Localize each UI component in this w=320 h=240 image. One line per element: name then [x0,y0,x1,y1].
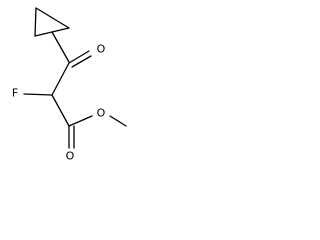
ketone-to-alpha-carbon-bond [51,62,70,96]
ketone-double-bond-b [71,55,92,68]
alpha-to-ester-carbon-bond [51,94,70,127]
alpha-carbon-to-fluorine-bond [23,93,53,96]
ester-ether-oxygen-label: O [97,107,106,120]
molecule-structure: O F O O [12,7,127,163]
methyl-bond [109,115,127,127]
ring-bond-left [34,7,37,37]
ester-carbon-to-ether-oxygen-bond [68,115,93,127]
ketone-double-bond-a [68,50,90,64]
ring-to-ketone-carbon-bond [51,31,70,63]
fluorine-label: F [12,87,18,100]
ester-carbonyl-oxygen-label: O [66,150,75,163]
ketone-oxygen-label: O [97,43,106,56]
ring-bond-top [35,7,70,29]
